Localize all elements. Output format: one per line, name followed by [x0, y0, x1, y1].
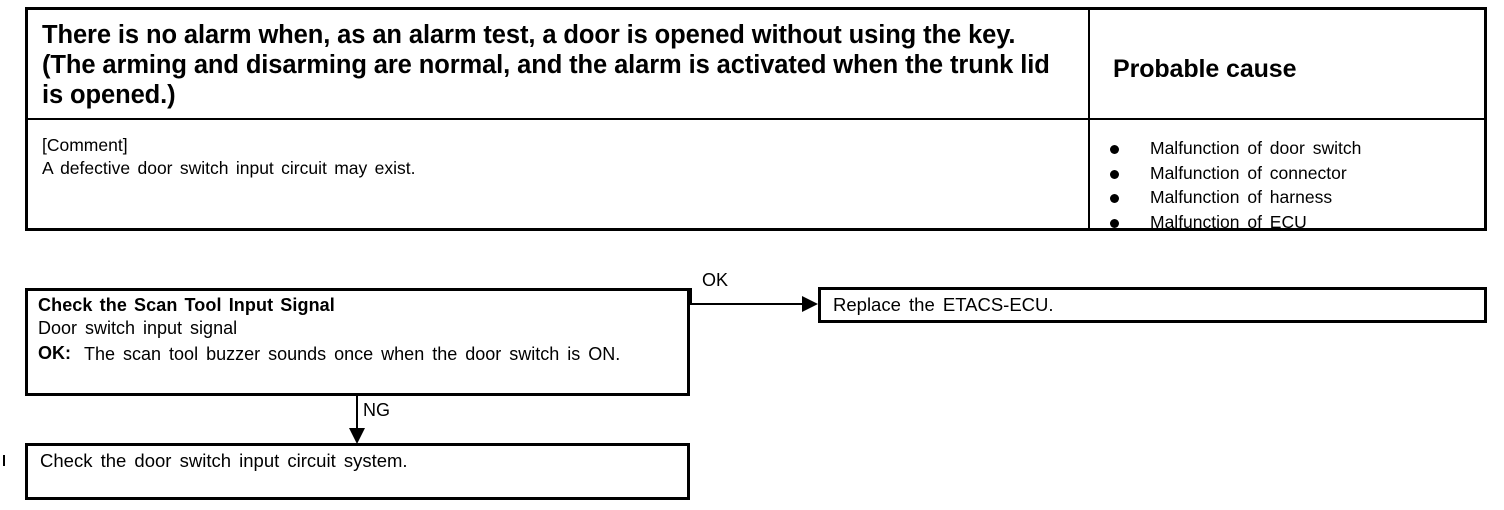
list-item: Malfunction of door switch	[1110, 136, 1361, 161]
comment-block: [Comment] A defective door switch input …	[42, 134, 415, 180]
probable-cause-header: Probable cause	[1113, 55, 1297, 83]
page-edge-tick-mark	[3, 455, 5, 466]
probable-cause-list: Malfunction of door switch Malfunction o…	[1110, 136, 1361, 234]
ng-branch-connector-line	[356, 396, 358, 433]
ng-branch-arrow-icon	[349, 428, 365, 444]
symptom-probable-cause-table: There is no alarm when, as an alarm test…	[25, 7, 1487, 232]
flow-box-check-door-switch-input-circuit: Check the door switch input circuit syst…	[25, 443, 690, 500]
column-divider-bottom	[1088, 120, 1090, 228]
ok-branch-stub-line	[690, 288, 692, 304]
scan-box-subtitle: Door switch input signal	[38, 318, 238, 338]
ok-branch-connector-line	[690, 303, 808, 305]
replace-box-text: Replace the ETACS-ECU.	[833, 294, 1054, 315]
list-item: Malfunction of connector	[1110, 161, 1361, 186]
list-item: Malfunction of ECU	[1110, 210, 1361, 235]
scan-box-ok-label: OK:	[38, 343, 71, 363]
circuit-box-text: Check the door switch input circuit syst…	[40, 450, 408, 471]
table-header-row: There is no alarm when, as an alarm test…	[28, 10, 1484, 120]
branch-label-ok: OK	[702, 270, 729, 290]
branch-label-ng: NG	[363, 400, 390, 420]
column-divider-top	[1088, 10, 1090, 118]
ok-branch-arrow-icon	[802, 296, 818, 312]
table-body-row: [Comment] A defective door switch input …	[28, 120, 1484, 232]
comment-label: [Comment]	[42, 135, 128, 155]
list-item: Malfunction of harness	[1110, 185, 1361, 210]
scan-box-ok-text: The scan tool buzzer sounds once when th…	[84, 344, 621, 364]
flow-box-check-scan-tool-input-signal: Check the Scan Tool Input Signal Door sw…	[25, 288, 690, 396]
flow-box-replace-etacs-ecu: Replace the ETACS-ECU.	[818, 287, 1487, 323]
symptom-title: There is no alarm when, as an alarm test…	[42, 21, 1050, 109]
comment-text: A defective door switch input circuit ma…	[42, 158, 416, 178]
scan-box-title: Check the Scan Tool Input Signal	[38, 295, 335, 315]
